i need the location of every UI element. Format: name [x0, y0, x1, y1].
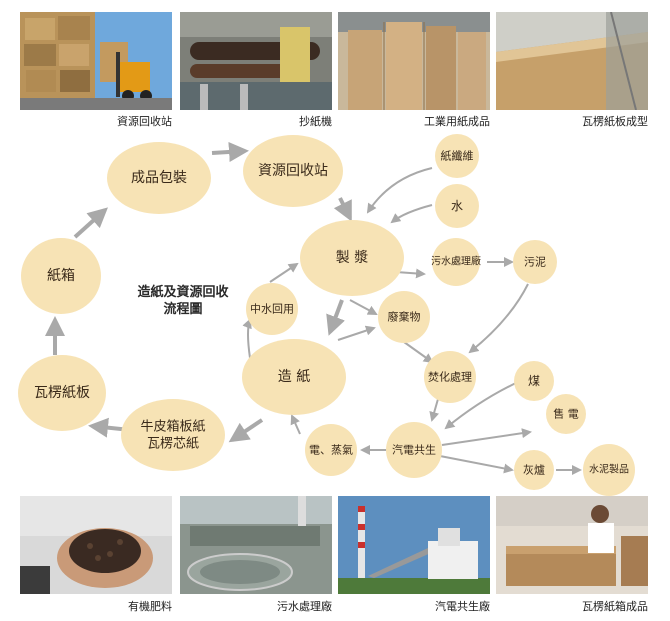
label-cogeneration: 汽電共生 [392, 443, 436, 457]
photo-cogeneration-plant [338, 496, 490, 594]
wastewater-plant-image [180, 496, 332, 594]
arrow-recycle-to-pulping [333, 197, 352, 222]
node-packaging: 成品包裝 [107, 142, 211, 214]
arrow-cogen-to-ash [439, 455, 514, 474]
cogeneration-plant-image [338, 496, 490, 594]
caption-paper-machine: 抄紙機 [299, 115, 332, 128]
arrow-sludge-to-incineration [468, 283, 529, 354]
arrow-packaging-to-recycle [211, 141, 249, 162]
diagram-title-line2: 流程圖 [163, 302, 203, 317]
arrow-pulping-to-papermaking [326, 299, 345, 336]
arrow-fiber-to-pulping [366, 167, 433, 214]
arrow-pulping-to-wastewater [395, 268, 426, 279]
node-cogeneration: 汽電共生 [386, 422, 442, 478]
node-sludge: 污泥 [513, 240, 557, 284]
photo-recycle-station [20, 12, 172, 110]
node-coal: 煤 [514, 361, 554, 401]
label-fiber: 紙纖維 [441, 149, 474, 163]
node-waste: 廢棄物 [378, 291, 430, 343]
label-kraft-line2: 瓦楞芯紙 [147, 437, 199, 452]
node-power-steam: 電、蒸氣 [305, 424, 357, 476]
industrial-paper-image [338, 12, 490, 110]
diagram-title: 造紙及資源回收 流程圖 [118, 284, 248, 318]
label-pulping: 製 漿 [336, 250, 368, 266]
arrow-coal-to-cogen [444, 381, 519, 430]
label-sludge: 污泥 [524, 256, 546, 269]
arrow-papermaking-to-kraft [228, 418, 264, 443]
label-ash: 灰爐 [523, 463, 545, 477]
caption-wastewater-plant: 污水處理廠 [277, 600, 332, 613]
label-incineration: 焚化處理 [428, 370, 472, 384]
caption-corrugated-forming: 瓦楞紙板成型 [582, 115, 648, 128]
node-sell-power: 售 電 [546, 394, 586, 434]
caption-industrial-paper: 工業用紙成品 [424, 115, 490, 128]
photo-wastewater-plant [180, 496, 332, 594]
label-power-steam: 電、蒸氣 [309, 443, 353, 457]
label-sell-power: 售 電 [553, 407, 579, 421]
photo-paper-machine [180, 12, 332, 110]
label-water: 水 [451, 199, 463, 213]
node-papermaking: 造 紙 [242, 339, 346, 415]
photo-corrugated-box [496, 496, 648, 594]
node-cement: 水泥製品 [583, 444, 635, 496]
arrow-papermaking-to-recycledwater [242, 318, 252, 359]
arrow-powersteam-to-papermaking [290, 414, 301, 435]
node-pulping: 製 漿 [300, 220, 404, 296]
paper-machine-image [180, 12, 332, 110]
photo-corrugated-forming [496, 12, 648, 110]
node-water: 水 [435, 184, 479, 228]
node-fiber: 紙纖維 [435, 134, 479, 178]
node-ash: 灰爐 [514, 450, 554, 490]
recycle-station-image [20, 12, 172, 110]
arrow-water-to-pulping [390, 204, 433, 224]
corrugated-forming-image [496, 12, 648, 110]
label-packaging: 成品包裝 [131, 170, 187, 186]
node-corrugated-board: 瓦楞紙板 [18, 355, 106, 431]
arrow-pulping-to-waste [349, 299, 378, 315]
label-recycle: 資源回收站 [258, 163, 328, 179]
label-corrugated-board: 瓦楞紙板 [34, 385, 90, 401]
label-waste: 廢棄物 [388, 310, 421, 324]
corrugated-box-image [496, 496, 648, 594]
node-wastewater: 污水處理廠 [431, 238, 481, 286]
node-recycle: 資源回收站 [243, 135, 343, 207]
label-kraft-line1: 牛皮箱板紙 [140, 419, 205, 435]
caption-organic-fertilizer: 有機肥料 [128, 600, 172, 613]
label-carton: 紙箱 [47, 268, 75, 284]
node-carton: 紙箱 [21, 238, 101, 314]
label-cement: 水泥製品 [589, 463, 629, 476]
label-papermaking: 造 紙 [278, 369, 310, 385]
arrow-waste-to-incineration [403, 341, 434, 364]
caption-corrugated-box: 瓦楞紙箱成品 [582, 600, 648, 613]
caption-recycle-station: 資源回收站 [117, 115, 172, 128]
node-incineration: 焚化處理 [424, 351, 476, 403]
arrow-recycledwater-to-pulping [269, 262, 299, 283]
photo-organic-fertilizer [20, 496, 172, 594]
diagram-title-line1: 造紙及資源回收 [137, 285, 229, 300]
arrow-carton-to-packaging [73, 207, 108, 239]
label-recycled-water: 中水回用 [250, 303, 294, 316]
label-coal: 煤 [528, 374, 540, 388]
arrow-papermaking-to-waste [337, 325, 376, 341]
label-wastewater: 污水處理廠 [431, 255, 481, 268]
organic-fertilizer-image [20, 496, 172, 594]
node-recycled-water: 中水回用 [246, 283, 298, 335]
photo-industrial-paper [338, 12, 490, 110]
caption-cogeneration-plant: 汽電共生廠 [435, 600, 490, 613]
arrow-cogen-to-sellpower [441, 428, 532, 446]
node-kraft: 牛皮箱板紙 瓦楞芯紙 [121, 399, 225, 471]
